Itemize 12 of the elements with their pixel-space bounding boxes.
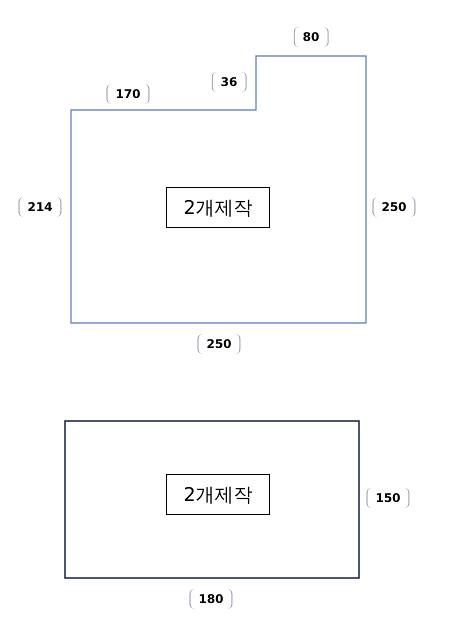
l-shaped-outline [71, 56, 366, 323]
dimension-label: 80 [294, 27, 328, 47]
dimension-label: 250 [197, 334, 241, 354]
label-box: 2개제작 [166, 187, 270, 228]
dimension-label: 150 [366, 488, 410, 508]
dimension-label: 214 [18, 197, 62, 217]
label-box: 2개제작 [166, 474, 270, 515]
dimension-label: 170 [106, 84, 150, 104]
dimension-label: 36 [212, 72, 246, 92]
dimension-label: 180 [189, 589, 233, 609]
dimension-label: 250 [372, 197, 416, 217]
rectangle-outline [65, 421, 359, 578]
